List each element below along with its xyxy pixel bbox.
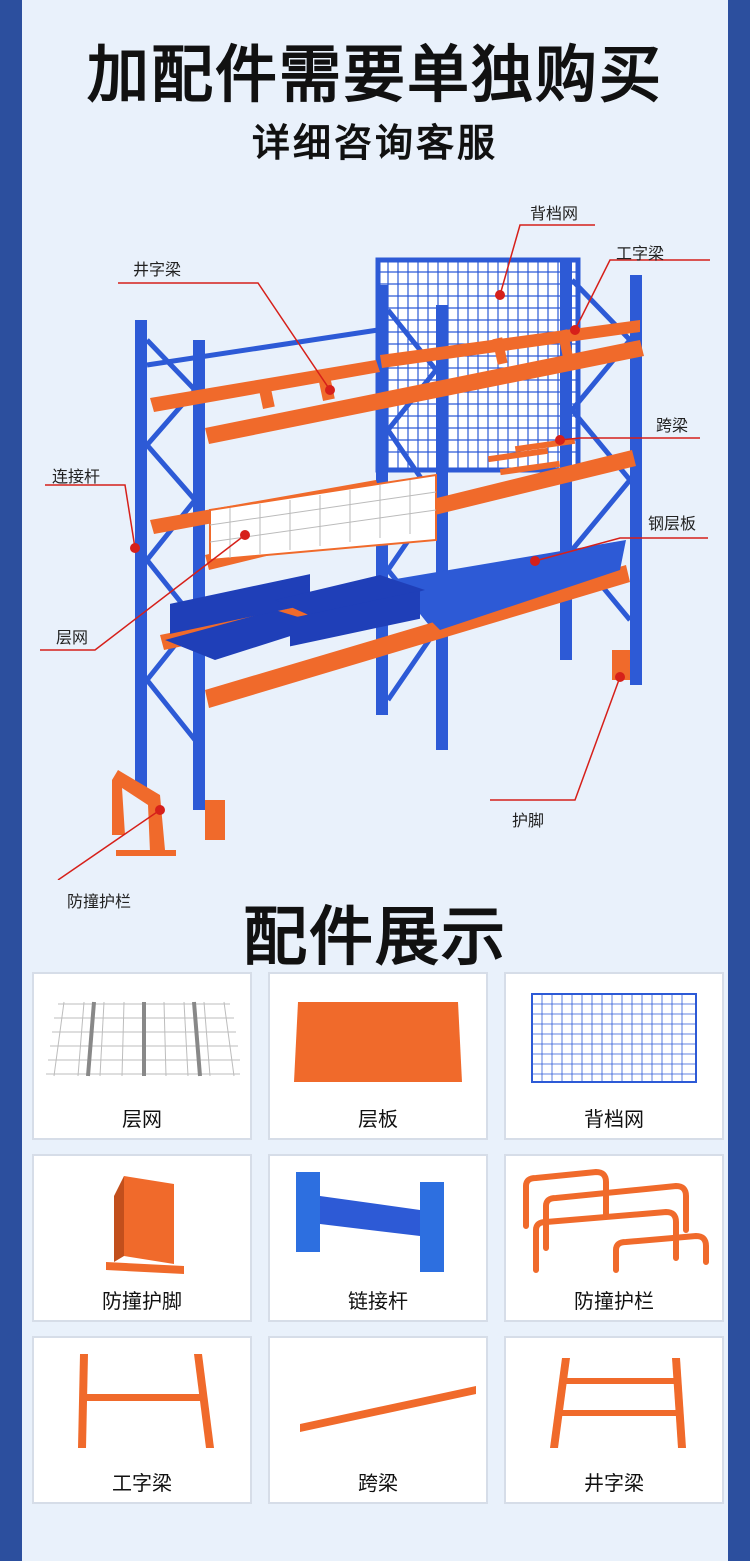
well-beam-icon	[550, 1358, 686, 1448]
rack-illustration	[40, 224, 710, 880]
callout-foot-guard: 护脚	[512, 811, 545, 830]
callout-dots	[130, 290, 625, 815]
callout-guardrail: 防撞护栏	[67, 892, 132, 911]
callout-wire-deck: 层网	[56, 628, 89, 647]
page-title: 加配件需要单独购买	[86, 38, 663, 111]
accessory-card-wire-deck[interactable]: 层网	[32, 972, 252, 1140]
callout-well-beam: 井字梁	[133, 260, 182, 279]
callout-connector: 连接杆	[52, 467, 101, 486]
guards	[112, 650, 630, 856]
accessory-label: 背档网	[584, 1107, 644, 1131]
middle-level	[150, 437, 636, 570]
callout-i-beam: 工字梁	[616, 244, 665, 263]
accessory-card-i-beam[interactable]: 工字梁	[32, 1336, 252, 1504]
accessory-grid: 层网 层板 背档网	[32, 972, 724, 1504]
bottom-level	[160, 540, 630, 708]
accessory-card-shelf-panel[interactable]: 层板	[268, 972, 488, 1140]
shelf-panel-icon	[294, 1002, 462, 1082]
accessory-label: 跨梁	[358, 1471, 398, 1495]
accessory-card-well-beam[interactable]: 井字梁	[504, 1336, 724, 1504]
pallets	[165, 574, 425, 660]
accessory-label: 井字梁	[584, 1471, 644, 1495]
accessory-label: 防撞护栏	[574, 1289, 654, 1313]
connector-bar-icon	[296, 1172, 444, 1272]
accessory-card-back-mesh[interactable]: 背档网	[504, 972, 724, 1140]
callout-leaders	[40, 224, 710, 880]
callout-back-mesh: 背档网	[530, 204, 579, 223]
span-beam-icon	[300, 1386, 476, 1432]
accessory-card-connector-bar[interactable]: 链接杆	[268, 1154, 488, 1322]
accessory-label: 层板	[358, 1107, 398, 1131]
accessory-card-span-beam[interactable]: 跨梁	[268, 1336, 488, 1504]
callout-span-beam: 跨梁	[656, 416, 689, 435]
page-subtitle: 详细咨询客服	[251, 121, 498, 165]
back-mesh-icon	[531, 993, 697, 1083]
accessory-label: 层网	[122, 1107, 162, 1131]
accessory-card-guardrail[interactable]: 防撞护栏	[504, 1154, 724, 1322]
accessory-card-column-guard[interactable]: 防撞护脚	[32, 1154, 252, 1322]
steel-shelf-graphic	[390, 540, 626, 630]
callout-steel-shelf: 钢层板	[648, 514, 697, 533]
i-beam-icon	[78, 1354, 214, 1448]
section-title: 配件展示	[243, 901, 507, 975]
wire-deck-icon	[46, 1001, 240, 1077]
accessory-label: 工字梁	[112, 1471, 172, 1495]
column-guard-icon	[106, 1176, 184, 1274]
guardrail-icon	[523, 1168, 709, 1273]
accessory-label: 防撞护脚	[102, 1289, 182, 1313]
accessory-label: 链接杆	[348, 1289, 408, 1313]
